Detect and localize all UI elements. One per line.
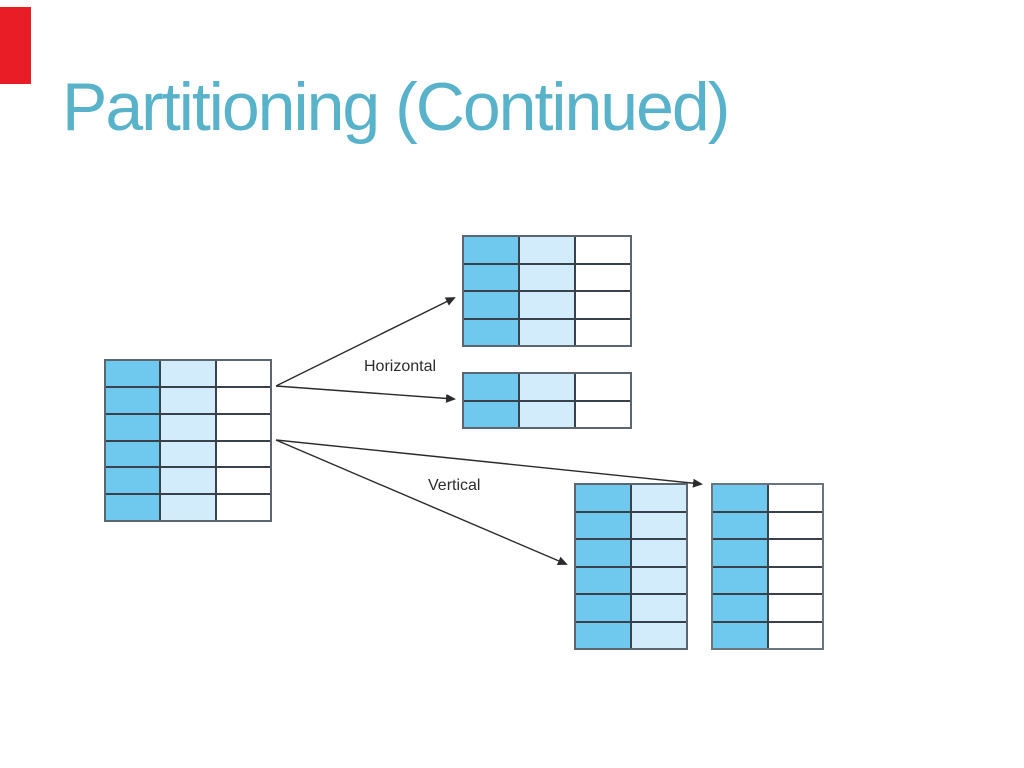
table-cell	[632, 567, 686, 593]
table-cell	[464, 401, 518, 427]
table-cell	[464, 374, 518, 400]
table-cell	[768, 622, 822, 648]
table-cell	[216, 387, 270, 413]
horizontal-partition-table-2	[462, 372, 632, 429]
table-cell	[576, 292, 630, 318]
table-cell	[520, 237, 574, 263]
table-cell	[713, 540, 767, 566]
table-cell	[464, 319, 518, 345]
table-cell	[106, 414, 160, 440]
red-corner-marker	[0, 7, 31, 84]
table-cell	[713, 567, 767, 593]
table-cell	[713, 512, 767, 538]
table-cell	[576, 264, 630, 290]
table-cell	[768, 540, 822, 566]
table-cell	[632, 540, 686, 566]
table-cell	[464, 237, 518, 263]
table-cell	[464, 292, 518, 318]
table-cell	[576, 595, 630, 621]
table-cell	[768, 512, 822, 538]
table-cell	[161, 441, 215, 467]
arrow-to-vertical-partition-1	[275, 439, 568, 565]
table-cell	[520, 374, 574, 400]
table-cell	[216, 414, 270, 440]
table-cell	[576, 567, 630, 593]
table-cell	[106, 495, 160, 520]
table-cell	[576, 512, 630, 538]
table-cell	[632, 512, 686, 538]
table-cell	[216, 495, 270, 520]
table-cell	[576, 237, 630, 263]
table-cell	[161, 387, 215, 413]
vertical-partition-table-1	[574, 483, 688, 650]
table-cell	[576, 401, 630, 427]
arrow-to-horizontal-partition-2	[275, 385, 456, 403]
table-cell	[106, 468, 160, 494]
table-cell	[576, 374, 630, 400]
vertical-label: Vertical	[428, 477, 481, 494]
table-cell	[768, 595, 822, 621]
source-table	[104, 359, 272, 522]
table-cell	[520, 292, 574, 318]
table-cell	[216, 361, 270, 386]
table-cell	[632, 485, 686, 511]
horizontal-partition-table-1	[462, 235, 632, 347]
table-cell	[713, 622, 767, 648]
table-cell	[106, 387, 160, 413]
table-cell	[576, 319, 630, 345]
table-cell	[106, 361, 160, 386]
slide-title: Partitioning (Continued)	[62, 69, 730, 145]
table-cell	[768, 567, 822, 593]
vertical-partition-table-2	[711, 483, 824, 650]
table-cell	[576, 540, 630, 566]
table-cell	[713, 485, 767, 511]
table-cell	[713, 595, 767, 621]
table-cell	[161, 414, 215, 440]
table-cell	[520, 319, 574, 345]
arrow-to-vertical-partition-2	[275, 439, 703, 488]
table-cell	[216, 468, 270, 494]
table-cell	[768, 485, 822, 511]
table-cell	[464, 264, 518, 290]
table-cell	[576, 622, 630, 648]
table-cell	[576, 485, 630, 511]
horizontal-label: Horizontal	[364, 358, 437, 375]
table-cell	[632, 622, 686, 648]
table-cell	[216, 441, 270, 467]
table-cell	[161, 468, 215, 494]
table-cell	[161, 361, 215, 386]
table-cell	[520, 264, 574, 290]
table-cell	[632, 595, 686, 621]
table-cell	[106, 441, 160, 467]
table-cell	[161, 495, 215, 520]
table-cell	[520, 401, 574, 427]
